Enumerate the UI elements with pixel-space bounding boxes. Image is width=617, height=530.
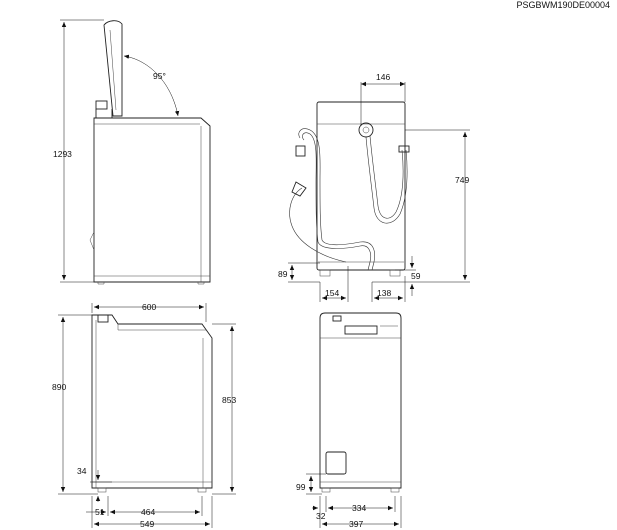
drain-height-label: 89 <box>278 269 288 279</box>
front-view: 99 32 334 397 <box>296 312 402 529</box>
rear-view-hoses: 146 749 89 59 154 138 <box>278 72 470 302</box>
side-view-lid-open: 95° 1293 <box>53 19 211 285</box>
inlet-height-label: 59 <box>411 271 421 281</box>
hose-width-label: 146 <box>376 72 390 82</box>
lid-angle-label: 95° <box>153 71 166 81</box>
front-foot-spacing-label: 334 <box>352 503 366 513</box>
drawing-reference-code: PSGBWM190DE00004 <box>516 0 610 10</box>
foot-height-label: 34 <box>77 466 87 476</box>
side-view-closed: 600 890 853 34 51 464 549 <box>52 302 236 529</box>
height-to-top-label: 853 <box>222 395 236 405</box>
foot-spacing-label: 464 <box>141 507 155 517</box>
total-height-label: 1293 <box>53 149 72 159</box>
front-foot-inset-label: 32 <box>316 511 326 521</box>
total-width-label: 397 <box>349 519 363 529</box>
drain-offset-label: 154 <box>325 288 339 298</box>
inlet-offset-label: 138 <box>377 288 391 298</box>
total-depth-label: 549 <box>140 519 154 529</box>
foot-inset-label: 51 <box>95 507 105 517</box>
front-foot-height-label: 99 <box>296 482 306 492</box>
hose-height-label: 749 <box>455 175 469 185</box>
body-height-label: 890 <box>52 382 66 392</box>
top-width-label: 600 <box>142 302 156 312</box>
